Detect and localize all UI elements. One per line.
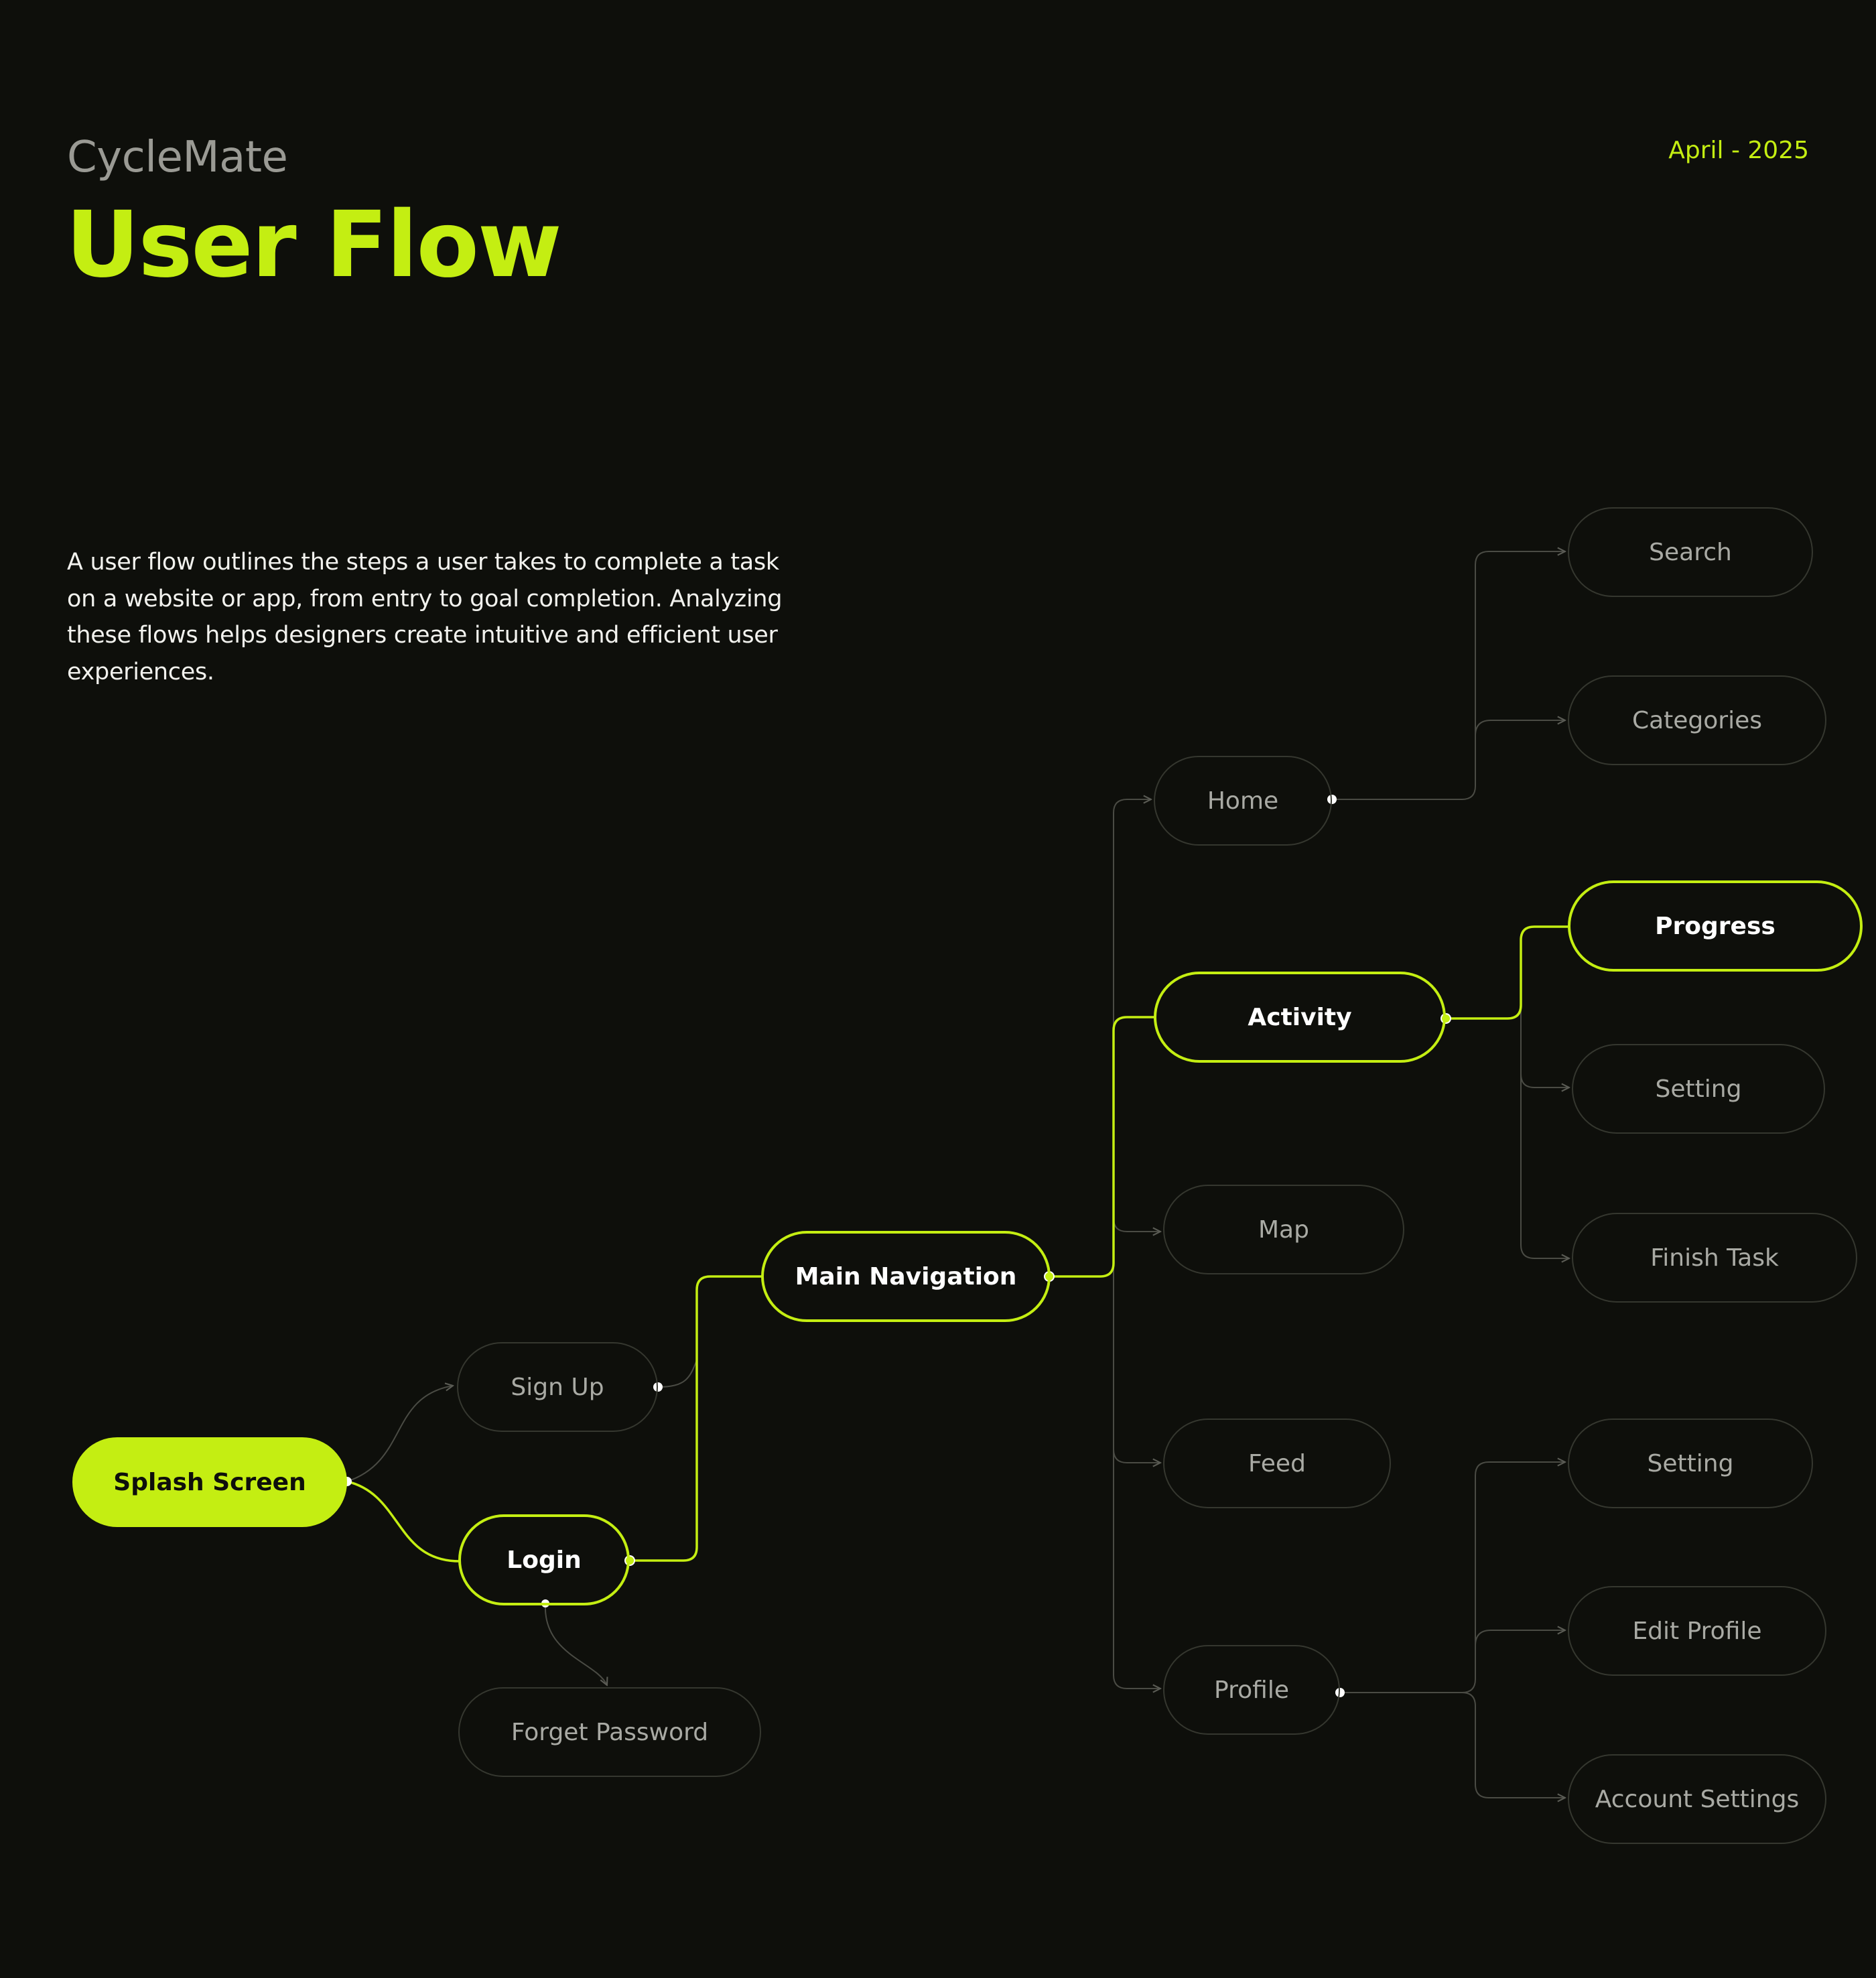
link-mainnav-activity xyxy=(1049,1016,1155,1278)
node-main-navigation[interactable]: Main Navigation xyxy=(761,1231,1051,1322)
date-label: April - 2025 xyxy=(1668,137,1809,164)
link-splash-login xyxy=(346,1480,460,1563)
node-categories[interactable]: Categories xyxy=(1568,675,1826,765)
link-signup-mainnav xyxy=(657,1360,697,1388)
brand-name: CycleMate xyxy=(67,133,288,182)
page-title: User Flow xyxy=(66,192,562,298)
link-activity-setting xyxy=(1520,1005,1569,1087)
node-forget-password[interactable]: Forget Password xyxy=(458,1687,761,1777)
description: A user flow outlines the steps a user ta… xyxy=(67,549,783,685)
node-profile-setting[interactable]: Setting xyxy=(1568,1419,1813,1508)
node-finish-task[interactable]: Finish Task xyxy=(1572,1213,1857,1303)
node-feed[interactable]: Feed xyxy=(1163,1419,1391,1508)
link-login-forget xyxy=(544,1603,607,1685)
node-map[interactable]: Map xyxy=(1163,1185,1404,1274)
link-login-mainnav xyxy=(630,1275,762,1562)
link-activity-finish xyxy=(1520,1005,1569,1258)
node-search[interactable]: Search xyxy=(1568,507,1813,597)
node-login[interactable]: Login xyxy=(458,1514,630,1605)
node-splash-screen[interactable]: Splash Screen xyxy=(72,1437,347,1527)
link-home-search xyxy=(1332,551,1565,800)
link-profile-edit xyxy=(1475,1630,1565,1648)
link-profile-account xyxy=(1461,1692,1565,1798)
node-account-settings[interactable]: Account Settings xyxy=(1568,1754,1826,1844)
link-activity-progress xyxy=(1446,925,1568,1020)
link-home-categories xyxy=(1475,720,1565,757)
node-edit-profile[interactable]: Edit Profile xyxy=(1568,1586,1826,1676)
link-mainnav-feed xyxy=(1113,1273,1160,1463)
link-profile-setting xyxy=(1340,1462,1565,1693)
link-mainnav-profile xyxy=(1113,1273,1160,1689)
link-mainnav-map xyxy=(1113,1206,1160,1232)
node-home[interactable]: Home xyxy=(1154,756,1332,846)
node-activity-setting[interactable]: Setting xyxy=(1572,1044,1825,1134)
node-progress[interactable]: Progress xyxy=(1568,880,1863,972)
node-profile[interactable]: Profile xyxy=(1163,1645,1340,1735)
link-splash-signup xyxy=(346,1386,453,1482)
node-activity[interactable]: Activity xyxy=(1154,972,1446,1063)
link-mainnav-home xyxy=(1113,799,1151,1273)
node-sign-up[interactable]: Sign Up xyxy=(457,1342,658,1432)
